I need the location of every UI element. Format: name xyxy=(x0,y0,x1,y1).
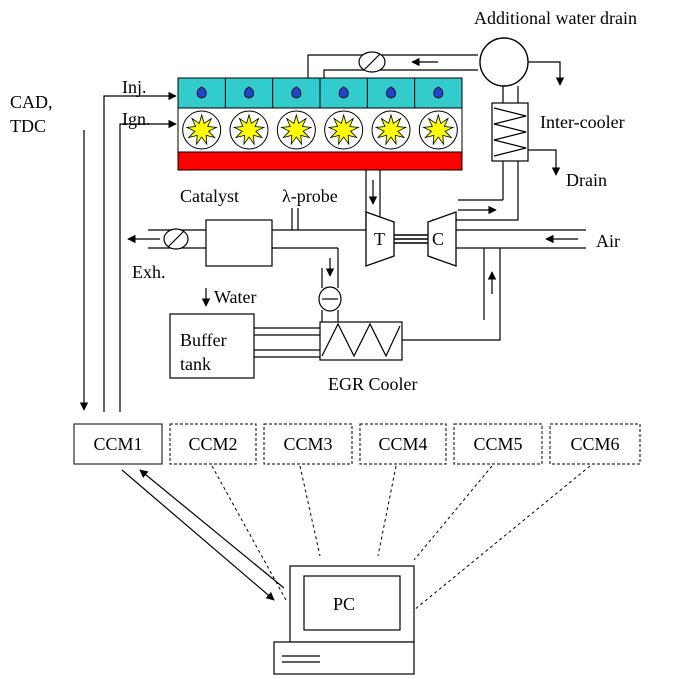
compressor-label: C xyxy=(432,229,444,249)
cylinders xyxy=(182,110,458,150)
injector-icon xyxy=(291,86,302,99)
water-label: Water xyxy=(214,287,257,307)
turbocharger: T C xyxy=(365,211,457,267)
additional-water-drain-label: Additional water drain xyxy=(474,8,637,28)
ccm-module-5: CCM5 xyxy=(453,423,543,465)
cad-label: CAD, xyxy=(10,92,53,112)
buffer-tank-label-line1: Buffer xyxy=(180,330,227,350)
cylinder-2 xyxy=(229,110,269,150)
exhaust-label: Exh. xyxy=(132,262,166,282)
ccm-module-label: CCM6 xyxy=(570,434,619,454)
pc-label: PC xyxy=(333,594,355,614)
ccm3-link xyxy=(299,465,321,557)
inj-label: Inj. xyxy=(122,77,147,97)
buffer-tank-label-line2: tank xyxy=(180,354,211,374)
ccm6-link xyxy=(413,465,591,611)
engine-signal-lines xyxy=(79,91,177,412)
ccm4-link xyxy=(377,465,397,557)
ccm-module-label: CCM2 xyxy=(188,434,237,454)
catalyst-label: Catalyst xyxy=(180,186,239,206)
egr-valve-icon xyxy=(318,286,342,312)
cylinder-3 xyxy=(276,110,316,150)
egr-cooler xyxy=(319,321,403,361)
catalyst-box xyxy=(205,219,273,267)
spark-icon xyxy=(280,113,313,146)
egr-loop xyxy=(321,248,501,341)
ccm-module-3: CCM3 xyxy=(263,423,353,465)
pc-base xyxy=(273,641,415,675)
ccm-module-row: CCM1 CCM2 CCM3 CCM4 CCM5 CCM6 xyxy=(73,423,641,465)
turbine-label: T xyxy=(374,229,385,249)
tdc-label: TDC xyxy=(10,116,46,136)
turbine-shape xyxy=(365,211,395,267)
injector-icon xyxy=(196,86,207,99)
engine-block xyxy=(177,151,463,171)
ccm-module-2: CCM2 xyxy=(169,423,257,465)
egr-cooler-label: EGR Cooler xyxy=(328,374,418,394)
air-intake-pipe xyxy=(456,229,586,249)
additional-water-drain-arrow xyxy=(528,61,565,86)
lambda-probe-sensor xyxy=(291,208,299,230)
ccm-module-label: CCM3 xyxy=(283,434,332,454)
ign-label: Ign. xyxy=(122,109,151,129)
ccm-module-6: CCM6 xyxy=(549,423,641,465)
ccm-module-label: CCM5 xyxy=(473,434,522,454)
ccm-module-label: CCM4 xyxy=(378,434,427,454)
drain-label: Drain xyxy=(566,170,607,190)
ccm2-link xyxy=(211,465,287,601)
intake-recirculation-pipe xyxy=(307,54,478,78)
lambda-probe-label: λ-probe xyxy=(282,186,338,206)
pc-computer xyxy=(273,565,415,675)
spark-icon xyxy=(185,113,218,146)
injector-icon xyxy=(244,86,254,99)
ccm-module-label: CCM1 xyxy=(93,434,142,454)
inter-cooler-label: Inter-cooler xyxy=(540,112,625,132)
cylinder-1 xyxy=(182,110,222,150)
ccm-module-4: CCM4 xyxy=(359,423,447,465)
injector-icon xyxy=(338,86,349,99)
cylinder-row xyxy=(177,107,463,153)
spark-icon xyxy=(374,113,408,146)
intake-throttle-valve-icon xyxy=(358,51,386,73)
cylinder-5 xyxy=(371,110,411,150)
ccm1-to-pc-arrow xyxy=(121,469,275,601)
buffer-tank xyxy=(169,288,320,379)
air-label: Air xyxy=(596,231,620,251)
engine xyxy=(177,77,463,171)
inter-cooler xyxy=(432,86,561,221)
cylinder-4 xyxy=(324,110,364,150)
pc-connections xyxy=(121,465,591,611)
spark-icon xyxy=(327,113,360,146)
ccm-module-1: CCM1 xyxy=(73,423,163,465)
ccm5-link xyxy=(413,465,493,561)
pump-icon xyxy=(479,37,529,87)
cylinder-6 xyxy=(418,110,458,150)
injector-icon xyxy=(386,86,396,99)
spark-icon xyxy=(232,113,266,146)
injector-icon xyxy=(433,86,444,99)
injector-drops xyxy=(196,86,444,99)
compressor-shape xyxy=(427,211,457,267)
spark-icon xyxy=(422,113,455,146)
pc-screen xyxy=(303,575,401,631)
pc-to-ccm1-arrow xyxy=(139,469,285,589)
exhaust-throttle-valve-icon xyxy=(163,228,189,250)
